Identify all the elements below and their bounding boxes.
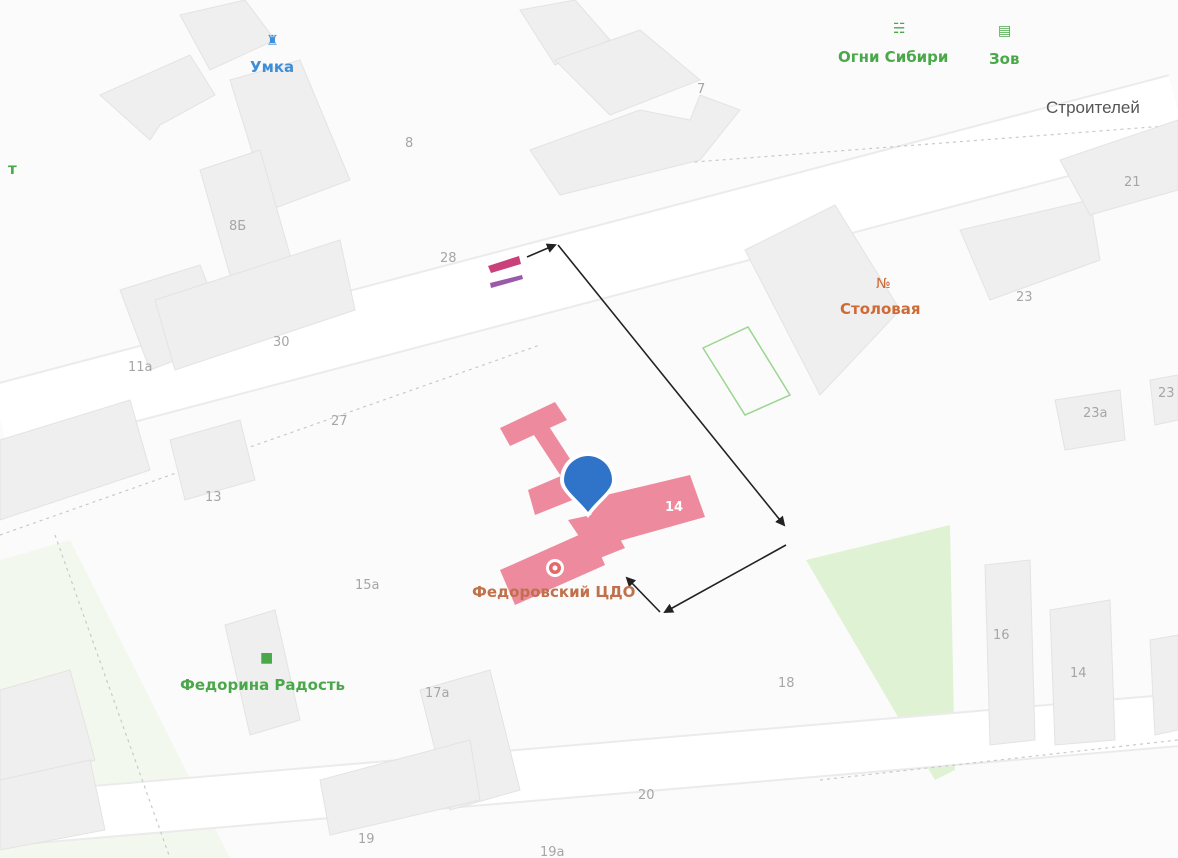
school-wing xyxy=(585,475,705,545)
bus-stop-marker xyxy=(488,256,523,288)
building-number: 13 xyxy=(205,490,222,505)
location-pin[interactable] xyxy=(560,452,616,518)
poi-fedorina-radost[interactable]: Федорина Радость xyxy=(180,676,346,694)
building-number: 11а xyxy=(128,360,153,375)
cart-icon: ▤ xyxy=(998,23,1012,39)
building xyxy=(224,609,301,736)
arrow-across-field xyxy=(663,544,787,613)
kindergarten-icon: ♜ xyxy=(266,33,279,49)
arrow-along-road xyxy=(557,244,786,527)
building xyxy=(984,559,1036,746)
building-number: 14 xyxy=(1070,666,1087,681)
building xyxy=(1049,599,1116,746)
building-number: 23 xyxy=(1158,386,1175,401)
building xyxy=(169,419,256,501)
building xyxy=(154,239,356,371)
building-number: 20 xyxy=(638,788,655,803)
building-number: 27 xyxy=(331,414,348,429)
building xyxy=(1149,374,1178,426)
poi-umka[interactable]: Умка xyxy=(250,58,295,76)
sports-field xyxy=(701,326,792,416)
poi-ogni-sibiri[interactable]: Огни Сибири xyxy=(838,48,949,66)
building-number: 19 xyxy=(358,832,375,847)
building xyxy=(554,29,701,116)
building xyxy=(744,204,901,396)
building-number: 30 xyxy=(273,335,290,350)
poi-zov[interactable]: Зов xyxy=(989,50,1020,68)
school-building-number: 14 xyxy=(665,500,684,515)
basket-icon: ☵ xyxy=(893,21,906,37)
school-wing xyxy=(568,512,625,560)
building-number: 8 xyxy=(405,136,414,151)
route-arrows xyxy=(526,243,787,613)
arrow-to-bus-stop xyxy=(526,243,557,258)
building-number: 23 xyxy=(1016,290,1033,305)
school-wing xyxy=(500,402,567,446)
building-number: 18 xyxy=(778,676,795,691)
building xyxy=(0,669,96,791)
building-number: 17а xyxy=(425,686,450,701)
building-number: 23а xyxy=(1083,406,1108,421)
school-icon xyxy=(546,559,564,577)
building-number: 15а xyxy=(355,578,380,593)
building xyxy=(99,54,216,141)
building xyxy=(179,0,276,71)
building-number: 21 xyxy=(1124,175,1141,190)
building xyxy=(1149,634,1178,736)
building xyxy=(0,759,106,851)
fork-knife-icon: № xyxy=(876,276,891,292)
poi-stolovaya[interactable]: Столовая xyxy=(840,300,921,318)
building xyxy=(1059,119,1178,216)
building xyxy=(319,739,481,836)
building xyxy=(0,399,151,521)
poi-fedorovsky-cdo[interactable]: Федоровский ЦДО xyxy=(472,583,636,601)
building-number: 8Б xyxy=(229,219,247,234)
building-number: 7 xyxy=(697,82,706,97)
building-number: 28 xyxy=(440,251,457,266)
street-label-stroiteley: Строителей xyxy=(1046,98,1140,117)
building-number: 19а xyxy=(540,845,565,858)
building xyxy=(1054,389,1126,451)
building xyxy=(959,199,1101,301)
arrow-to-school xyxy=(625,576,661,613)
building xyxy=(529,94,741,196)
shopping-bag-icon: ■ xyxy=(260,650,274,666)
building-number: 16 xyxy=(993,628,1010,643)
roads xyxy=(0,74,1178,847)
edge-label-fragment: т xyxy=(8,160,17,178)
